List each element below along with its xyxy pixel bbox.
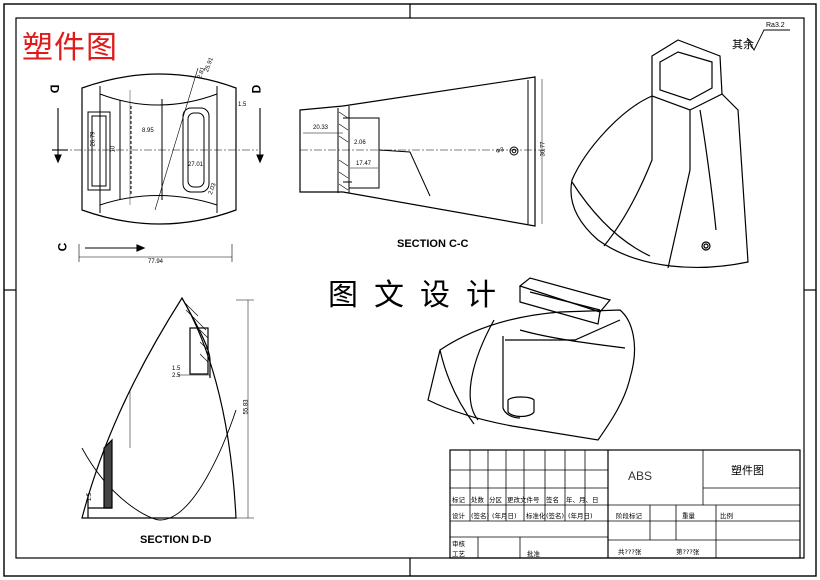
tb-stage-scale: 比例: [720, 512, 733, 520]
tb-header-0: 标记: [452, 496, 465, 504]
dim-dd-a: 1.5: [172, 366, 181, 372]
section-dd-drawing: [81, 296, 254, 521]
roughness-label: 其余: [732, 38, 754, 51]
dim-cc-small: 17.47: [356, 161, 372, 167]
tb-header-2: 分区: [489, 496, 502, 504]
dim-ring-c: 27.01: [188, 162, 204, 168]
section-cc-drawing: [299, 76, 545, 227]
isometric-view-lower: [427, 277, 636, 441]
part-name: 塑件图: [731, 464, 764, 477]
top-view-drawing: [60, 67, 258, 262]
dim-dd-c: 1.5: [87, 492, 94, 502]
tb-design-0: 设计: [452, 512, 465, 520]
cut-arrows-top: [52, 108, 264, 252]
tb-header-1: 处数: [471, 496, 484, 504]
dim-cc-mid: 2.06: [354, 140, 366, 146]
dim-cc-height: 30.77: [540, 141, 547, 157]
dim-left-height: 26.79: [90, 131, 97, 147]
roughness-value: Ra3.2: [766, 22, 785, 29]
dim-left-small: 10: [110, 145, 117, 153]
dim-corner: 1.5: [238, 102, 247, 108]
tb-stage-mark: 阶段标记: [616, 512, 642, 520]
section-cc-hatching: [338, 111, 349, 191]
tb-header-3: 更改文件号: [507, 496, 540, 504]
cut-letter-d-right: D: [249, 84, 264, 94]
dim-top-width: 77.94: [148, 259, 164, 265]
dim-dd-b: 2.5: [172, 373, 181, 379]
section-dd-label: SECTION D-D: [140, 534, 212, 546]
dim-dd-height: 55.83: [243, 399, 250, 415]
tb-design-3: 标准化: [526, 512, 546, 520]
tb-check: 审核: [452, 540, 465, 548]
dim-cc-right: 20.33: [313, 125, 329, 131]
centering-marks: [4, 4, 816, 576]
tb-design-1: (签名): [471, 512, 490, 520]
tb-design-4: (签名): [546, 512, 565, 520]
title-block-grid: [449, 449, 801, 559]
cut-letter-d-left: D: [47, 84, 62, 94]
roughness-symbol: [746, 29, 790, 51]
tb-stage-weight: 重量: [682, 512, 695, 520]
tb-design-5: (年月日): [568, 512, 593, 520]
tb-sheet-no: 第???张: [676, 548, 700, 556]
section-dd-hatching: [183, 301, 209, 363]
tb-header-5: 年、月、日: [566, 496, 599, 504]
dim-inner-width: 8.95: [142, 128, 154, 134]
material-value: ABS: [628, 469, 653, 483]
cut-letter-c: C: [55, 242, 70, 252]
tb-header-4: 签名: [546, 496, 559, 504]
tb-approve: 批准: [527, 550, 540, 558]
tb-sheets-total: 共???张: [618, 548, 642, 556]
tb-process: 工艺: [452, 550, 465, 558]
tb-design-2: (年月日): [492, 512, 517, 520]
isometric-view-upper: [570, 39, 749, 269]
section-cc-label: SECTION C-C: [397, 238, 469, 250]
stamp-title: 塑件图: [22, 30, 118, 66]
center-title: 图文设计: [328, 278, 512, 313]
